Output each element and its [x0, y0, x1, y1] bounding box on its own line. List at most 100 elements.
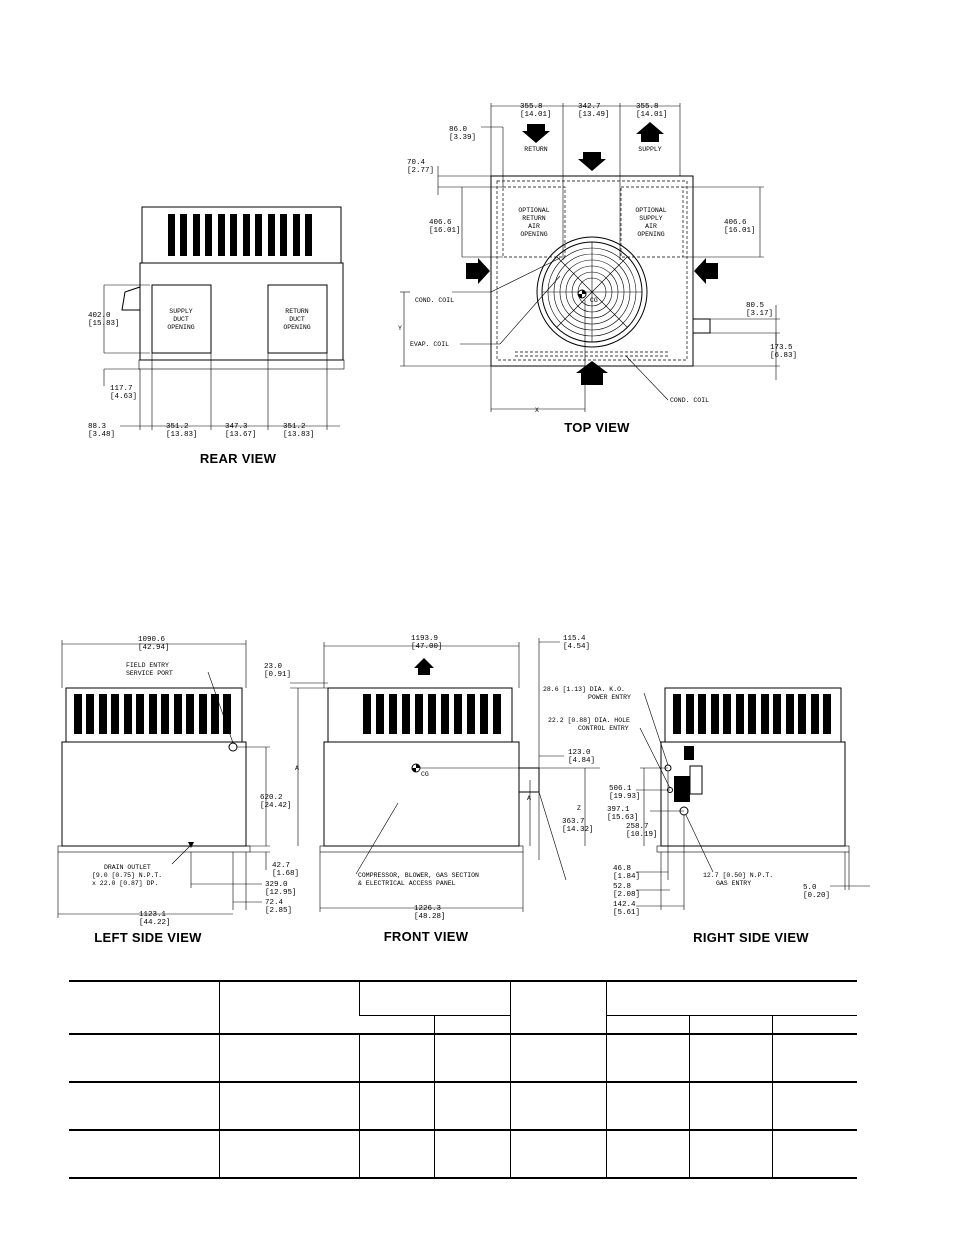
front-dim-23-in: [0.91]	[264, 671, 291, 679]
front-a-label: A	[295, 765, 299, 772]
front-panel-2: & ELECTRICAL ACCESS PANEL	[358, 880, 456, 887]
left-dim-42: 42.7	[272, 862, 290, 870]
table-cell	[688, 1015, 772, 1034]
left-dim-620: 620.2	[260, 794, 283, 802]
opt-return-2: RETURN	[522, 215, 546, 222]
rear-louvers	[168, 214, 312, 256]
front-dim-1193: 1193.9	[411, 635, 438, 643]
left-dim-620-in: [24.42]	[260, 802, 292, 810]
right-gas-entry-2: GAS ENTRY	[716, 880, 751, 887]
top-dim-406l-in: [16.01]	[429, 227, 461, 235]
table-subheader-row	[69, 1015, 858, 1034]
rear-stub	[121, 286, 141, 311]
right-control-box	[684, 746, 694, 760]
rear-dim-347-in: [13.67]	[225, 431, 257, 439]
dimension-drawing: SUPPLY DUCT OPENING RETURN DUCT OPENING …	[57, 103, 870, 945]
front-panel-1: COMPRESSOR, BLOWER, GAS SECTION	[358, 872, 479, 879]
top-right-stub	[692, 318, 711, 334]
table-cell	[771, 1015, 858, 1034]
top-dim-355b: 355.8	[636, 103, 659, 111]
return-duct-opening	[267, 284, 328, 354]
top-cg-label: CG	[590, 297, 598, 304]
top-dim-342-in: [13.49]	[578, 111, 610, 119]
supply-duct-opening	[151, 284, 212, 354]
table-cell	[605, 1015, 689, 1034]
top-dim-355b-in: [14.01]	[636, 111, 668, 119]
top-cond-coil-left: COND. COIL	[415, 297, 454, 304]
front-dim-115-in: [4.54]	[563, 643, 590, 651]
table-cell	[218, 980, 359, 1034]
table-header-row	[69, 980, 858, 1034]
right-control-entry-2: CONTROL ENTRY	[578, 725, 629, 732]
right-power-entry-2: POWER ENTRY	[588, 694, 631, 701]
top-arrow-left	[694, 258, 718, 284]
opt-supply-1: OPTIONAL	[635, 207, 666, 214]
top-view-title: TOP VIEW	[564, 420, 630, 435]
top-dim-406r: 406.6	[724, 219, 747, 227]
return-duct-label-3: OPENING	[283, 324, 310, 331]
rear-dim-351a-in: [13.83]	[166, 431, 198, 439]
table-row	[69, 1129, 858, 1179]
left-view-title: LEFT SIDE VIEW	[94, 930, 202, 945]
rear-dim-347: 347.3	[225, 423, 248, 431]
right-dim-506: 506.1	[609, 785, 632, 793]
opt-supply-3: AIR	[645, 223, 657, 230]
optional-supply-opening	[620, 186, 684, 258]
left-dim-72-in: [2.85]	[265, 907, 292, 915]
front-dim-363: 363.7	[562, 818, 585, 826]
table-cell	[69, 980, 219, 1034]
return-duct-label-1: RETURN	[285, 308, 309, 315]
front-dim-1226-in: [48.28]	[414, 913, 446, 921]
top-dim-173: 173.5	[770, 344, 793, 352]
top-x-label: X	[535, 407, 539, 414]
right-gas-entry-1: 12.7 [0.50] N.P.T.	[703, 872, 773, 879]
opt-return-1: OPTIONAL	[518, 207, 549, 214]
left-dim-72: 72.4	[265, 899, 284, 907]
right-dim-5: 5.0	[803, 884, 817, 892]
right-dim-397-in: [15.63]	[607, 814, 639, 822]
left-dim-329: 329.0	[265, 881, 288, 889]
return-duct-label-2: DUCT	[289, 316, 305, 323]
opt-supply-4: OPENING	[637, 231, 664, 238]
supply-duct-label-2: DUCT	[173, 316, 189, 323]
right-dim-397: 397.1	[607, 806, 630, 814]
left-dim-1123: 1123.1	[139, 911, 167, 919]
rear-dim-117: 117.7	[110, 385, 133, 393]
table-row	[69, 1033, 858, 1082]
top-dim-406l: 406.6	[429, 219, 452, 227]
rear-view: SUPPLY DUCT OPENING RETURN DUCT OPENING …	[88, 206, 345, 466]
top-dim-355a-in: [14.01]	[520, 111, 552, 119]
left-dim-42-in: [1.68]	[272, 870, 299, 878]
top-dim-86: 86.0	[449, 126, 468, 134]
rear-dim-351a: 351.2	[166, 423, 189, 431]
right-dim-52-in: [2.08]	[613, 891, 640, 899]
return-arrow	[522, 124, 550, 143]
top-arrow-right	[466, 258, 490, 284]
right-dim-258-in: [10.19]	[626, 831, 658, 839]
front-view-title: FRONT VIEW	[384, 929, 469, 944]
rear-dim-402-in: [15.83]	[88, 320, 120, 328]
front-view: CG COMPRESSOR, BLOWER, GAS SECTION & ELE…	[264, 635, 600, 944]
rear-dim-117-in: [4.63]	[110, 393, 137, 401]
front-a-label-small: A	[527, 795, 531, 802]
rear-view-title: REAR VIEW	[200, 451, 277, 466]
left-drain-3: x 22.0 [0.87] DP.	[92, 880, 158, 887]
right-dim-46-in: [1.84]	[613, 873, 640, 881]
front-cg-label: CG	[421, 771, 429, 778]
table-cell	[605, 980, 858, 1016]
table-cell	[509, 980, 606, 1034]
left-drain-2: [9.0 [0.75] N.P.T.	[92, 872, 162, 879]
front-dim-115: 115.4	[563, 635, 586, 643]
front-dim-363-in: [14.32]	[562, 826, 594, 834]
right-power-entry-1: 28.6 [1.13] DIA. K.O.	[543, 686, 625, 693]
rear-dim-402: 402.0	[88, 312, 111, 320]
top-view: OPTIONAL RETURN AIR OPENING OPTIONAL SUP…	[398, 103, 797, 435]
right-power-box	[674, 776, 690, 802]
right-dim-258: 258.7	[626, 823, 649, 831]
right-dim-506-in: [19.93]	[609, 793, 641, 801]
right-dim-52: 52.8	[613, 883, 631, 891]
top-y-label: Y	[398, 325, 402, 332]
rear-dim-88: 88.3	[88, 423, 107, 431]
left-dim-329-in: [12.95]	[265, 889, 297, 897]
top-cond-coil-bottom: COND. COIL	[670, 397, 709, 404]
